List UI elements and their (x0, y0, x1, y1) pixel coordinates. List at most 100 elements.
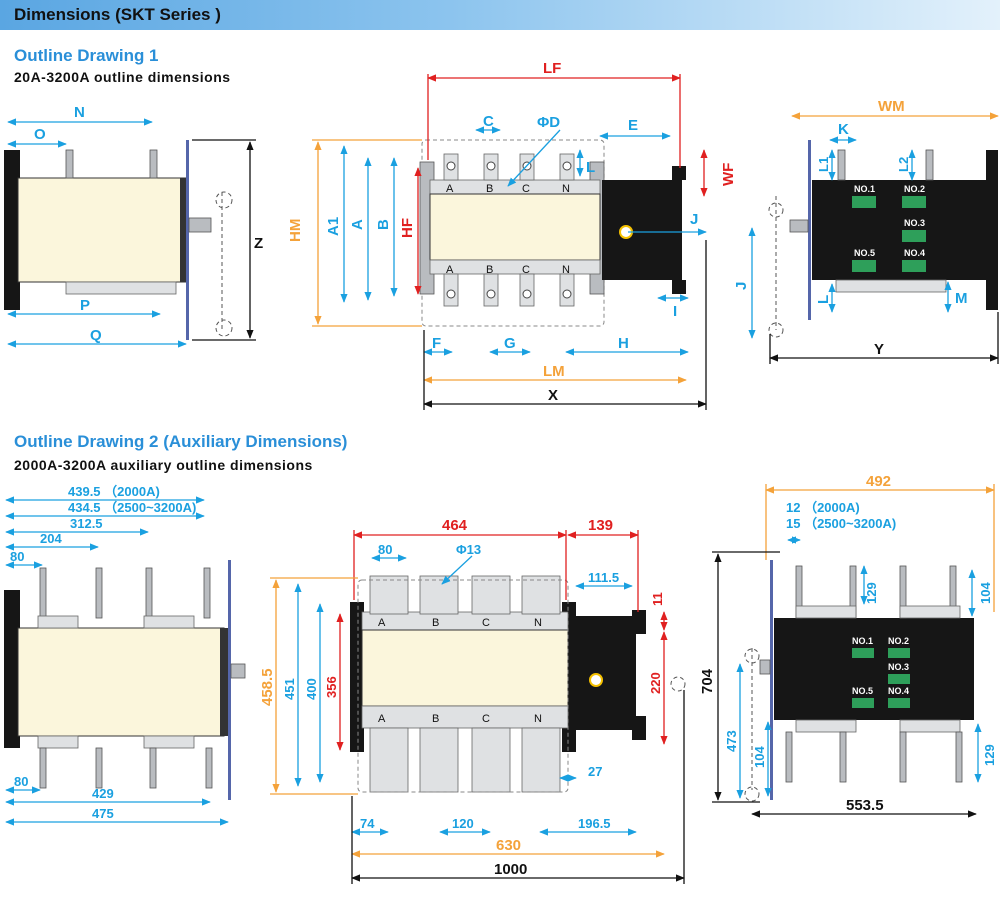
phase-label: A (378, 617, 386, 629)
dim-M-label: M (955, 290, 968, 307)
dim-phiD-label: ΦD (537, 114, 560, 131)
phase-label: C (522, 264, 530, 276)
dim-L-label: L (586, 159, 595, 176)
dim-L-right-label: L (815, 295, 832, 304)
dim-473-label: 473 (724, 730, 739, 752)
d2-phase-labels: A B C N A B C N (378, 617, 542, 725)
dim-74-label: 74 (360, 816, 375, 831)
dim-464-label: 464 (442, 517, 468, 534)
dim-J-label: J (690, 211, 698, 228)
terminal-label: NO.5 (854, 248, 875, 258)
dim-111-label: 111.5 (588, 570, 619, 585)
dim-H-label: H (618, 335, 629, 352)
d2-front-view (270, 530, 686, 884)
phase-label: A (446, 264, 454, 276)
dim-80-front-label: 80 (378, 542, 392, 557)
dim-J-right-label: J (733, 282, 750, 290)
d1-terminal-labels: NO.1 NO.2 NO.3 NO.5 NO.4 (854, 184, 925, 258)
phase-label: A (446, 183, 454, 195)
dim-phi13-label: Φ13 (456, 542, 481, 557)
phase-label: C (482, 713, 490, 725)
page-title: Dimensions (SKT Series ) (14, 5, 221, 24)
drawing1-subtitle: 20A-3200A outline dimensions (14, 69, 231, 85)
dim-11-label: 11 (650, 592, 665, 606)
dim-630-label: 630 (496, 837, 521, 854)
drawing2-subtitle: 2000A-3200A auxiliary outline dimensions (14, 457, 313, 473)
dim-A1-label: A1 (325, 217, 342, 236)
dim-A-label: A (349, 219, 366, 230)
dim-WF-label: WF (720, 163, 737, 186)
dim-15-label: 15 （2500~3200A) (786, 516, 896, 531)
phase-label: A (378, 713, 386, 725)
d2-terminal-labels: NO.1 NO.2 NO.3 NO.5 NO.4 (852, 636, 909, 696)
terminal-label: NO.3 (904, 218, 925, 228)
terminal-label: NO.3 (888, 662, 909, 672)
dim-429-label: 429 (92, 786, 114, 801)
dim-K-label: K (838, 121, 849, 138)
dim-451-label: 451 (282, 678, 297, 700)
dim-N-label: N (74, 104, 85, 121)
dim-F-label: F (432, 335, 441, 352)
dim-HF-label: HF (399, 218, 416, 238)
dim-439-label: 439.5 （2000A) (68, 484, 160, 499)
terminal-label: NO.2 (904, 184, 925, 194)
dim-553-label: 553.5 (846, 797, 884, 814)
dim-80-bottom-label: 80 (14, 774, 28, 789)
terminal-label: NO.4 (904, 248, 925, 258)
dim-L1-label: L1 (816, 157, 831, 172)
dim-LM-label: LM (543, 363, 565, 380)
dim-129-top-label: 129 (864, 582, 879, 604)
dim-G-label: G (504, 335, 516, 352)
dim-204-label: 204 (40, 531, 62, 546)
drawing2-title: Outline Drawing 2 (Auxiliary Dimensions) (14, 432, 348, 451)
dim-120-label: 120 (452, 816, 474, 831)
dim-1000-label: 1000 (494, 861, 527, 878)
phase-label: N (562, 264, 570, 276)
dim-80-top-label: 80 (10, 549, 24, 564)
dim-Y-label: Y (874, 341, 884, 358)
phase-label: B (486, 264, 493, 276)
drawing1-title: Outline Drawing 1 (14, 46, 159, 65)
dim-X-label: X (548, 387, 558, 404)
dim-P-label: P (80, 297, 90, 314)
phase-label: N (534, 617, 542, 629)
dim-475-label: 475 (92, 806, 114, 821)
header-banner: Dimensions (SKT Series ) (0, 0, 1000, 30)
dim-LF-label: LF (543, 60, 561, 77)
terminal-label: NO.2 (888, 636, 909, 646)
d2-right-view (712, 484, 995, 818)
dim-434-label: 434.5 （2500~3200A) (68, 500, 196, 515)
phase-label: B (432, 713, 439, 725)
dim-458-label: 458.5 (259, 668, 276, 706)
dim-104-top-label: 104 (978, 582, 993, 604)
phase-label: B (486, 183, 493, 195)
dim-WM-label: WM (878, 98, 905, 115)
dim-129-bottom-label: 129 (982, 744, 997, 766)
phase-label: N (562, 183, 570, 195)
dim-312-label: 312.5 (70, 516, 103, 531)
phase-label: B (432, 617, 439, 629)
dim-Z-label: Z (254, 235, 263, 252)
d1-front-view (312, 74, 708, 410)
dim-Q-label: Q (90, 327, 102, 344)
dim-L2-label: L2 (896, 157, 911, 172)
dim-E-label: E (628, 117, 638, 134)
terminal-label: NO.1 (854, 184, 875, 194)
dim-400-label: 400 (304, 678, 319, 700)
phase-label: C (482, 617, 490, 629)
d1-side-view (4, 118, 256, 348)
dim-356-label: 356 (324, 676, 339, 698)
dim-I-label: I (673, 303, 677, 320)
dim-104-bottom-label: 104 (752, 746, 767, 768)
dim-139-label: 139 (588, 517, 613, 534)
dim-B-label: B (375, 219, 392, 230)
dim-492-label: 492 (866, 473, 891, 490)
dim-704-label: 704 (699, 668, 716, 694)
phase-label: N (534, 713, 542, 725)
terminal-label: NO.4 (888, 686, 909, 696)
dim-220-label: 220 (648, 672, 663, 694)
terminal-label: NO.5 (852, 686, 873, 696)
dim-196-label: 196.5 (578, 816, 611, 831)
phase-label: C (522, 183, 530, 195)
